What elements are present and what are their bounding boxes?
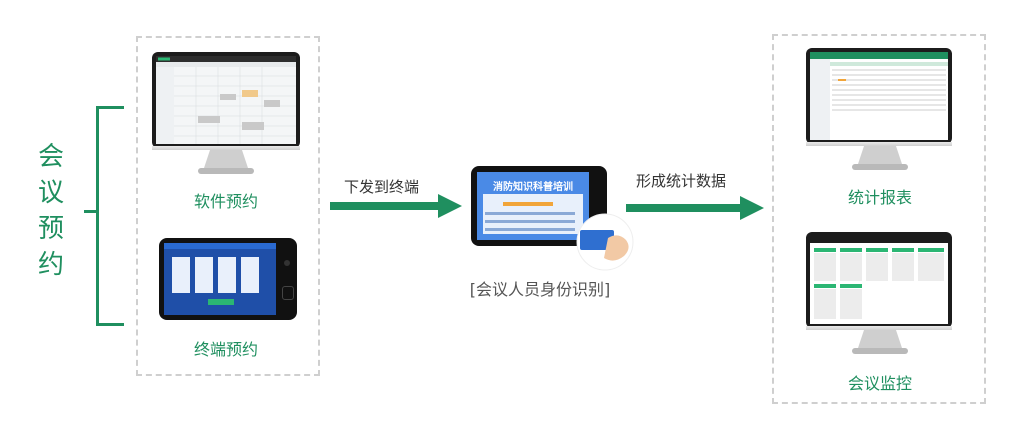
flow-label-dispatch: 下发到终端 [344,178,420,196]
monitoring-chin [806,326,952,330]
device-banner-title: 消防知识科普培训 [493,182,573,193]
report-screen [810,52,948,140]
report-stand [852,146,908,170]
nfc-icon [282,286,294,300]
report-table-graphic [810,52,948,140]
terminal-screen-graphic [477,172,589,240]
monitoring-stand [852,330,908,354]
arrow-right-icon-2 [626,196,764,220]
monitor-screen [156,56,296,144]
monitor-chin [152,146,300,150]
report-chin [806,142,952,146]
monitoring-screen [810,236,948,324]
side-char-3: 预 [38,214,65,244]
monitor-stand [198,150,254,174]
right-group-box [772,34,986,404]
caption-terminal-booking: 终端预约 [193,340,258,359]
left-group-box [136,36,320,376]
side-char-1: 会 [38,142,65,172]
bracket-mid-tick [84,210,98,213]
bracket-bottom-tick [96,323,124,326]
caption-report: 统计报表 [847,188,912,207]
id-card-hand-icon [576,213,634,271]
tablet-screen [164,243,276,315]
terminal-screen: 消防知识科普培训 [477,172,589,240]
software-calendar-graphic [156,56,296,144]
tablet-camera-dot [284,260,290,266]
monitoring-cards-graphic [810,236,948,319]
side-char-4: 约 [38,250,65,280]
caption-software-booking: 软件预约 [193,192,258,211]
caption-identity: [会议人员身份识别] [469,280,611,299]
arrow-right-icon [330,194,462,218]
terminal-booking-graphic [164,243,276,305]
caption-monitor: 会议监控 [847,374,912,393]
bracket-top-tick [96,106,124,109]
flow-label-stats: 形成统计数据 [636,172,727,190]
side-char-2: 议 [38,178,65,208]
bracket-vertical-line [96,106,99,326]
